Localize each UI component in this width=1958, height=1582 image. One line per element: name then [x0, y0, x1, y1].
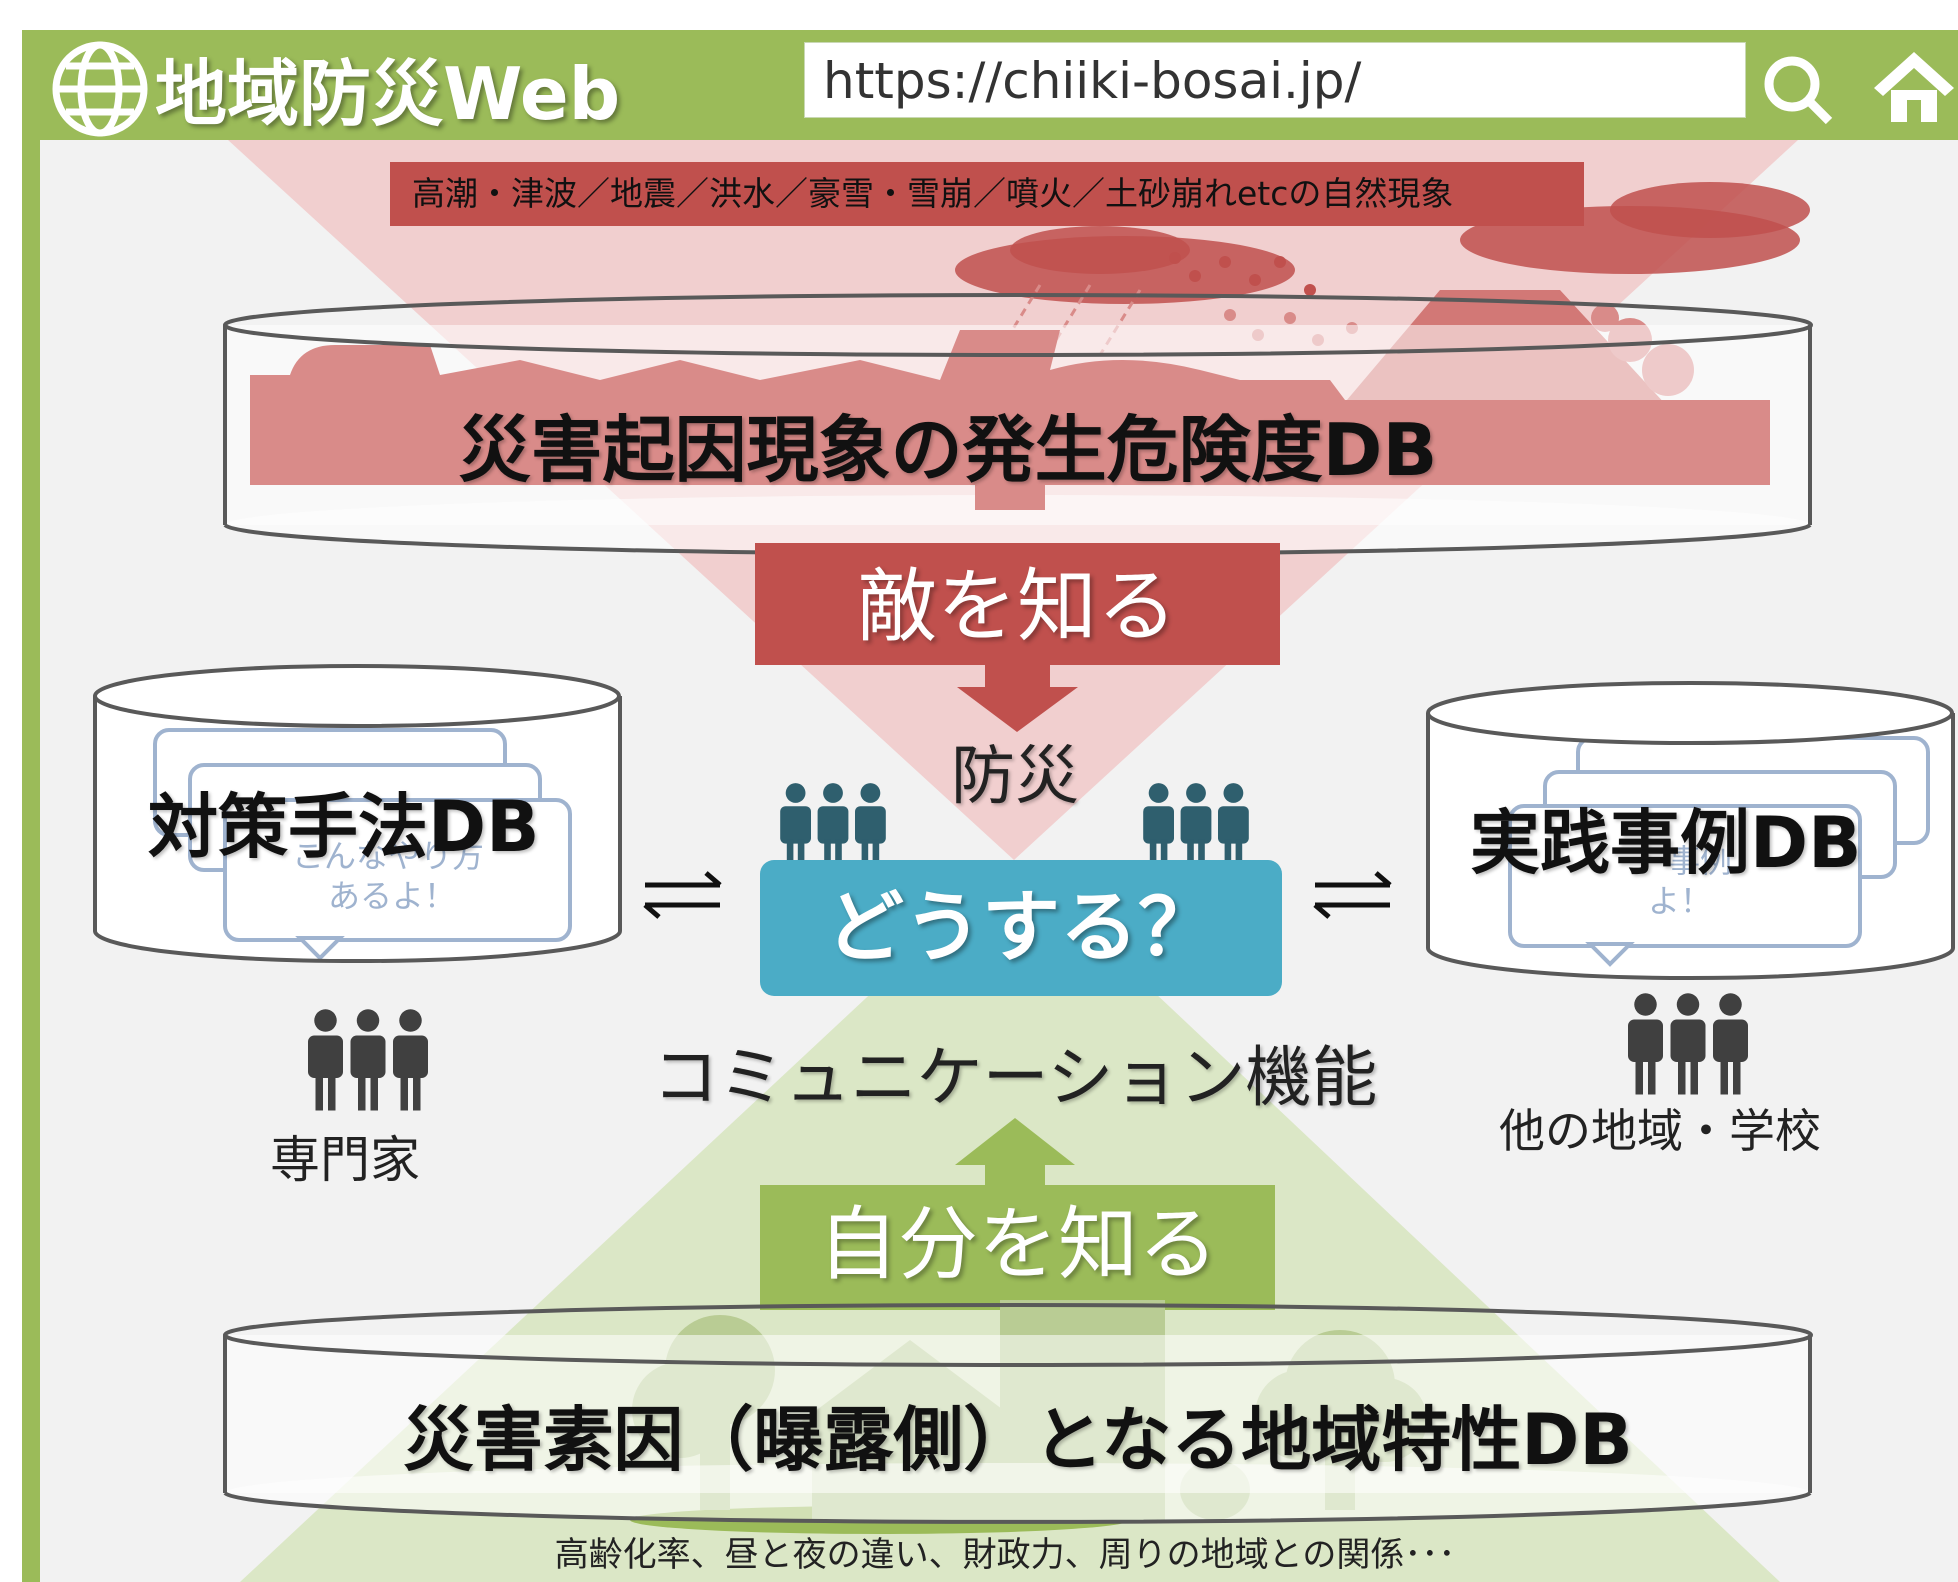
know-self-arrow: [760, 1118, 1275, 1310]
case-bubble-line2: よ！: [1647, 882, 1713, 920]
search-icon[interactable]: [1764, 56, 1833, 125]
countermeasure-db-label: 対策手法DB: [148, 786, 540, 868]
communication-label: コミュニケーション機能: [652, 1039, 1378, 1116]
what-to-do-button[interactable]: どうする？: [760, 860, 1282, 996]
people-group-icon: [1143, 783, 1249, 873]
globe-icon: [52, 41, 148, 137]
countermeasure-bubble-line1: こんなやり方: [291, 837, 485, 875]
site-title: 地域防災Web: [155, 52, 621, 136]
experts-label: 専門家: [270, 1131, 420, 1189]
bosai-label: 防災: [951, 740, 1079, 814]
experts-people-icon: [308, 1009, 428, 1111]
home-icon[interactable]: [1874, 52, 1954, 122]
exchange-arrows-right: [1313, 871, 1392, 919]
regional-factors-note: 高齢化率、昼と夜の違い、財政力、周りの地域との関係･･･: [554, 1535, 1456, 1575]
know-self-label: 自分を知る: [818, 1198, 1218, 1291]
know-enemy-label: 敵を知る: [857, 560, 1177, 653]
regional-db-cylinder: [223, 1303, 1813, 1524]
hazard-db-cylinder: [223, 293, 1813, 556]
url-bar[interactable]: https://chiiki-bosai.jp/: [804, 42, 1746, 118]
people-group-icon: [780, 783, 886, 873]
case-db-label: 実践事例DB: [1470, 802, 1862, 884]
other-regions-people-icon: [1628, 993, 1748, 1095]
case-db-cylinder: [1426, 681, 1955, 981]
regional-db-label: 災害素因（曝露側）となる地域特性DB: [403, 1399, 1633, 1481]
case-bubble-line1: 事例: [1667, 842, 1733, 880]
other-regions-label: 他の地域・学校: [1499, 1104, 1821, 1158]
exchange-arrows-left: [643, 871, 722, 919]
hazard-db-label: 災害起因現象の発生危険度DB: [458, 408, 1438, 492]
countermeasure-bubble-line2: あるよ！: [327, 877, 457, 915]
countermeasure-db-cylinder: [93, 664, 622, 964]
know-enemy-arrow: [755, 543, 1280, 732]
hazard-banner: 高潮・津波／地震／洪水／豪雪・雪崩／噴火／土砂崩れetcの自然現象: [390, 162, 1584, 226]
